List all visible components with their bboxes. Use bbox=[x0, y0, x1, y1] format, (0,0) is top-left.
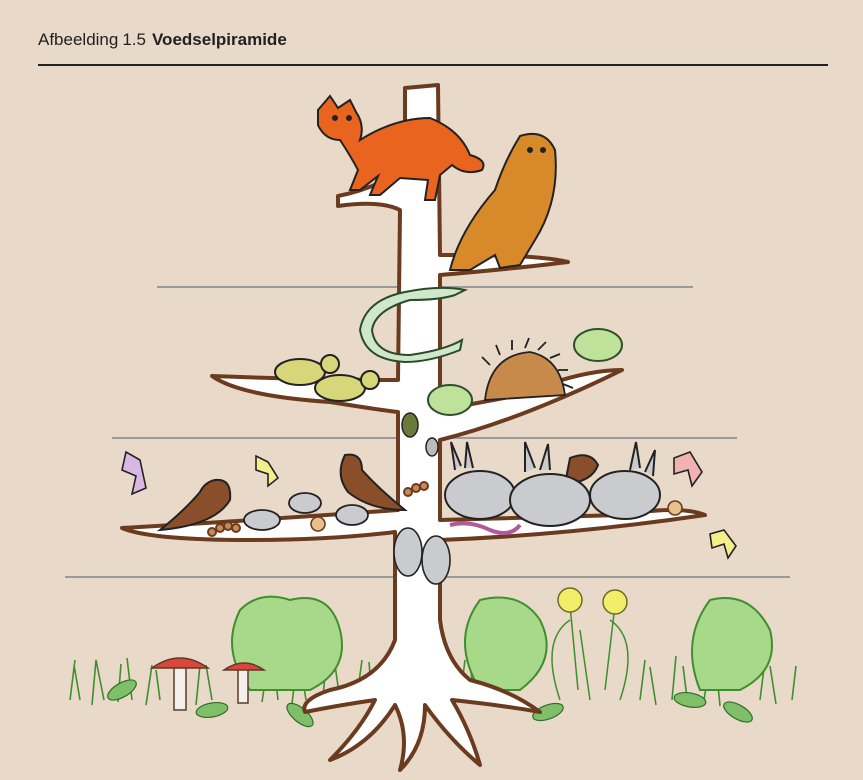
hedgehog-icon bbox=[482, 338, 573, 400]
mushroom-icon bbox=[152, 658, 264, 710]
flower-icon bbox=[552, 588, 628, 700]
bush-icon bbox=[232, 597, 772, 690]
rabbit-icon bbox=[445, 442, 660, 526]
